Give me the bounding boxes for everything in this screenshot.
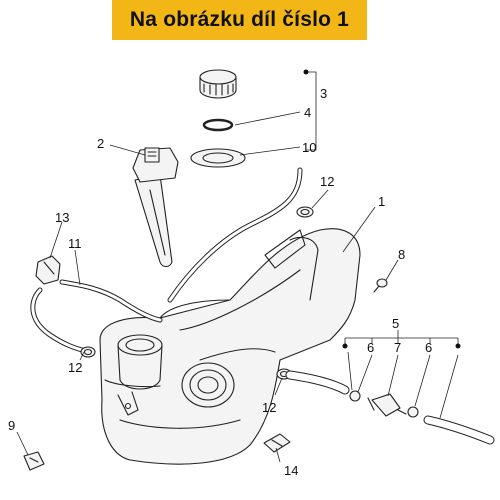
callout-3: 3 <box>320 86 327 101</box>
callout-10: 10 <box>302 140 316 155</box>
clip <box>23 451 45 471</box>
callout-13: 13 <box>55 210 69 225</box>
callout-12-top: 12 <box>320 174 334 189</box>
callout-8: 8 <box>398 247 405 262</box>
fuel-cap <box>199 69 237 99</box>
callout-7: 7 <box>394 340 401 355</box>
callout-11: 11 <box>68 236 82 251</box>
mounting-bracket <box>263 433 291 453</box>
callout-6-left: 6 <box>367 340 374 355</box>
title-banner: Na obrázku díl číslo 1 <box>112 0 367 40</box>
screw <box>373 278 388 293</box>
o-ring <box>202 118 234 132</box>
callout-14: 14 <box>284 463 298 478</box>
hose-clamp <box>296 206 314 218</box>
gasket <box>190 148 246 168</box>
callout-6-right: 6 <box>425 340 432 355</box>
callout-12-bottom: 12 <box>262 400 276 415</box>
leader-lines <box>16 69 461 463</box>
hose-clamp <box>80 346 96 358</box>
callout-2: 2 <box>97 136 104 151</box>
callout-4: 4 <box>304 105 311 120</box>
sensor-connector <box>35 255 61 285</box>
callout-12-left: 12 <box>68 360 82 375</box>
banner-title: Na obrázku díl číslo 1 <box>129 8 350 31</box>
callout-5: 5 <box>392 316 399 331</box>
fuel-tank <box>99 228 361 465</box>
callout-1: 1 <box>378 194 385 209</box>
callout-labels: 3 4 10 2 1 12 13 11 8 5 6 7 6 12 12 9 14 <box>8 86 432 478</box>
vent-hose-assembly <box>285 370 495 445</box>
fuel-level-sender <box>132 147 179 268</box>
callout-9: 9 <box>8 418 15 433</box>
